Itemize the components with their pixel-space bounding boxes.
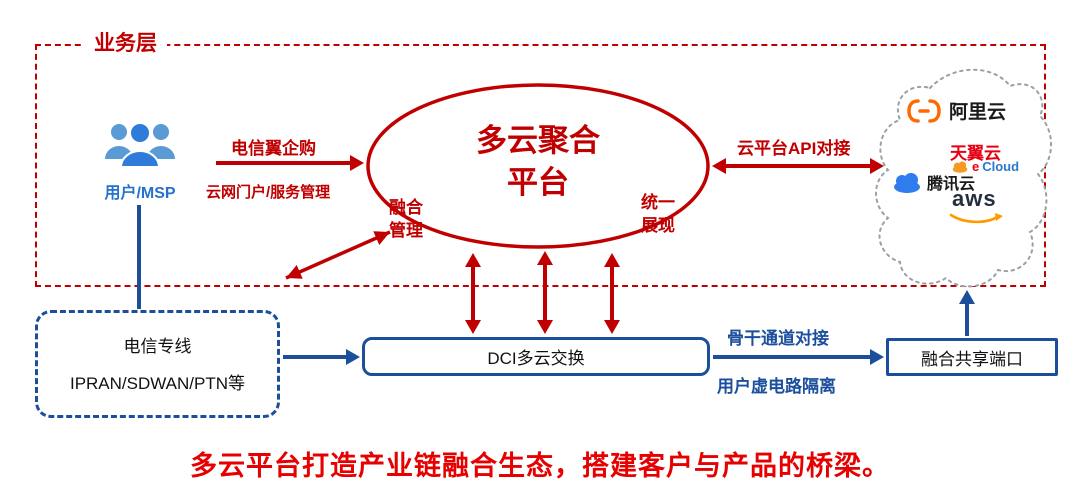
- fusion-line2: 管理: [389, 221, 423, 240]
- unified-line1: 统一: [641, 193, 675, 212]
- dedicated-line-box: 电信专线 IPRAN/SDWAN/PTN等: [35, 310, 280, 418]
- dci-exchange-box: DCI多云交换: [362, 337, 710, 376]
- arrow-dci-port: [713, 349, 884, 365]
- ecloud-logo: e Cloud: [951, 159, 1019, 174]
- alibaba-cloud-label: 阿里云: [949, 102, 1007, 123]
- portal-flow-label: 云网门户/服务管理: [206, 184, 331, 201]
- ecloud-cloud-icon: [952, 161, 968, 173]
- fusion-line1: 融合: [389, 198, 423, 217]
- alibaba-cloud-logo: 阿里云: [906, 97, 1006, 124]
- unified-presentation-label: 统一 展现: [641, 191, 675, 237]
- tianyi-cloud-label: 天翼云: [950, 144, 1001, 163]
- aws-smile-icon: [949, 213, 1003, 224]
- unified-line2: 展现: [641, 216, 675, 235]
- dedicated-line-label2: IPRAN/SDWAN/PTN等: [69, 374, 246, 393]
- alibaba-cloud-icon: [907, 98, 941, 123]
- platform-title: 多云聚合 平台: [438, 120, 638, 204]
- arrow-platform-dci-2: [537, 251, 553, 334]
- user-msp-label: 用户/MSP: [104, 185, 176, 202]
- arrow-fusion-dedicated: [285, 230, 391, 280]
- aws-label: aws: [952, 186, 997, 211]
- tencent-cloud-icon: [894, 173, 920, 193]
- tencent-cloud-logo: 腾讯云: [891, 170, 975, 194]
- arrow-port-cloud: [959, 290, 975, 336]
- public-cloud-outline: [875, 68, 1053, 288]
- arrow-dedicated-dci: [283, 349, 360, 365]
- backbone-channel-label: 骨干通道对接: [727, 329, 829, 348]
- dedicated-line-label1: 电信专线: [123, 337, 192, 356]
- platform-title-line1: 多云聚合: [476, 123, 600, 158]
- ecp-flow-label: 电信翼企购: [231, 139, 316, 158]
- tencent-cloud-label: 腾讯云: [927, 176, 976, 193]
- users-icon: [105, 122, 175, 168]
- shared-port-label: 融合共享端口: [921, 349, 1023, 369]
- virtual-circuit-isolation-label: 用户虚电路隔离: [717, 377, 836, 396]
- dci-exchange-label: DCI多云交换: [487, 349, 585, 368]
- arrow-api: [712, 158, 884, 174]
- api-flow-label: 云平台API对接: [737, 139, 851, 158]
- ecloud-e-label: e: [972, 159, 980, 174]
- arrow-platform-dci-3: [604, 253, 620, 334]
- ecloud-cloud-label: Cloud: [982, 159, 1020, 174]
- business-layer-label: 业务层: [84, 27, 167, 57]
- shared-port-box: 融合共享端口: [886, 338, 1058, 376]
- arrow-platform-dci-1: [465, 253, 481, 334]
- platform-ellipse: [366, 83, 710, 249]
- platform-title-line2: 平台: [507, 165, 569, 200]
- footer-slogan: 多云平台打造产业链融合生态，搭建客户与产品的桥梁。: [190, 451, 890, 481]
- fusion-management-label: 融合 管理: [389, 196, 423, 242]
- arrow-ecp: [216, 155, 364, 171]
